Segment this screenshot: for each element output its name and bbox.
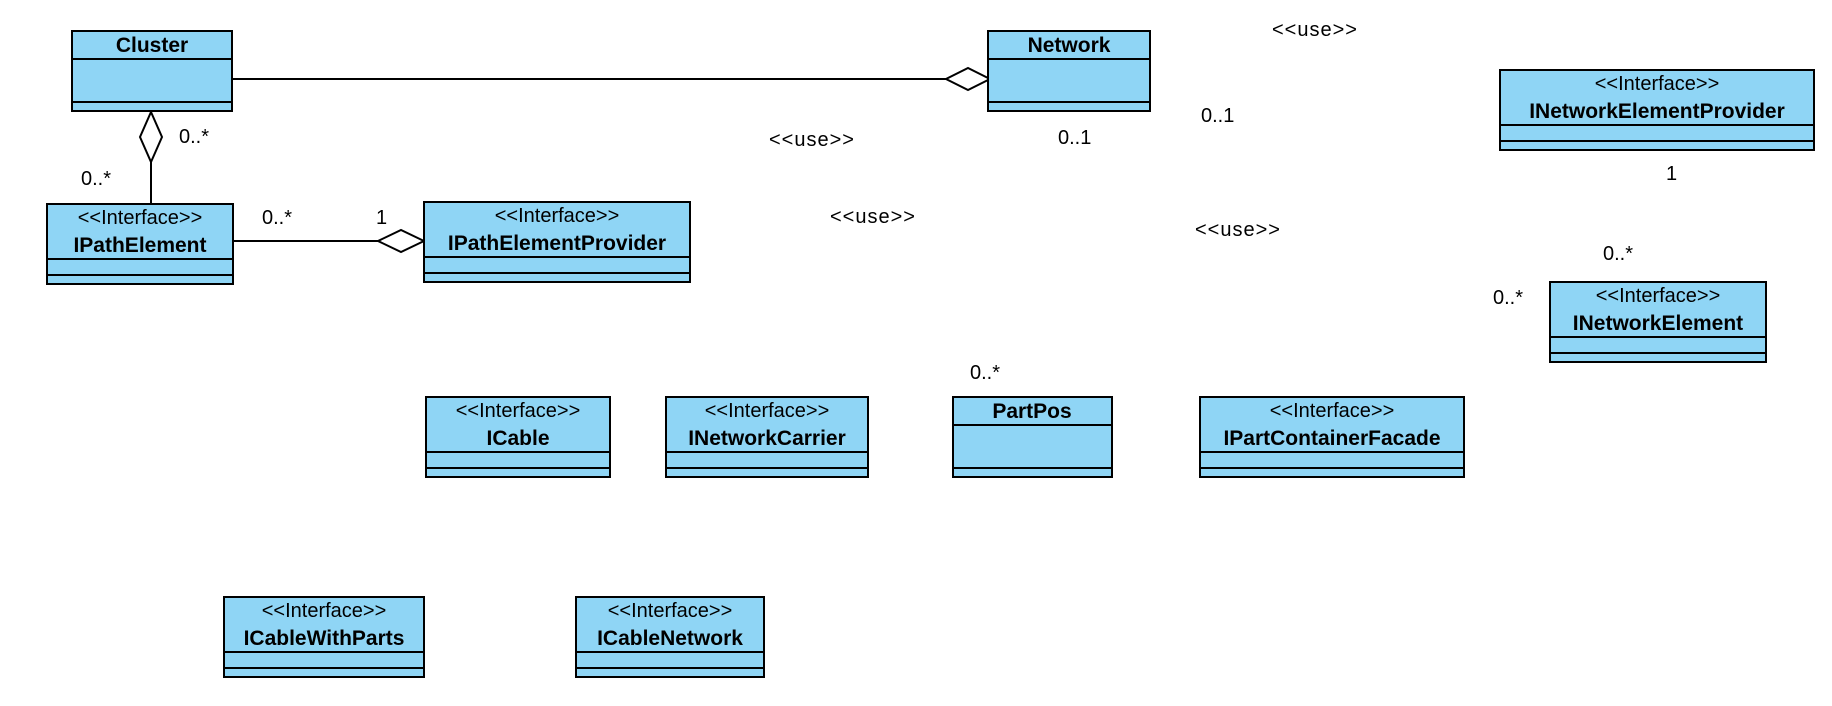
network-aggregation-diamond — [943, 66, 993, 92]
class-name: INetworkElement — [1573, 312, 1743, 335]
multiplicity-label: 0..* — [262, 207, 292, 229]
class-name: ICableNetwork — [597, 627, 743, 650]
class-name: ICableWithParts — [244, 627, 405, 650]
class-box — [665, 396, 869, 478]
dependency-labels: <<use>> <<use>> <<use>> <<use>> — [769, 19, 1358, 241]
pathelement-provider-aggregation-diamond — [375, 228, 427, 254]
class-stereotype: <<Interface>> — [456, 400, 581, 422]
class-name: Cluster — [116, 34, 188, 57]
multiplicity-label: 0..* — [1603, 243, 1633, 265]
class-inetwork-carrier[interactable]: <<Interface>> INetworkCarrier — [665, 396, 869, 478]
multiplicity-label: 0..* — [179, 126, 209, 148]
class-box — [1549, 281, 1767, 363]
class-name: Network — [1028, 34, 1111, 57]
use-label: <<use>> — [1195, 219, 1281, 241]
use-label: <<use>> — [769, 129, 855, 151]
connectors: INetworkElementProvider <> --> IPathElem… — [138, 66, 993, 254]
class-stereotype: <<Interface>> — [608, 600, 733, 622]
multiplicity-label: 0..* — [81, 168, 111, 190]
class-name: INetworkCarrier — [688, 427, 846, 450]
class-box — [987, 30, 1151, 112]
class-ipart-container-facade[interactable]: <<Interface>> IPartContainerFacade — [1199, 396, 1465, 478]
class-cluster[interactable]: Cluster — [71, 30, 233, 112]
class-box — [223, 596, 425, 678]
class-icable[interactable]: <<Interface>> ICable — [425, 396, 611, 478]
class-stereotype: <<Interface>> — [1595, 73, 1720, 95]
class-inetwork-element[interactable]: <<Interface>> INetworkElement — [1549, 281, 1767, 363]
class-box — [46, 203, 234, 285]
multiplicity-label: 1 — [376, 207, 387, 229]
class-stereotype: <<Interface>> — [262, 600, 387, 622]
multiplicity-label: 0..* — [1493, 287, 1523, 309]
class-stereotype: <<Interface>> — [495, 205, 620, 227]
class-name: PartPos — [992, 400, 1071, 423]
multiplicity-label: 0..1 — [1201, 105, 1234, 127]
use-label: <<use>> — [830, 206, 916, 228]
class-stereotype: <<Interface>> — [1596, 285, 1721, 307]
class-name: IPathElementProvider — [448, 232, 666, 255]
class-box — [425, 396, 611, 478]
multiplicity-label: 1 — [1666, 163, 1677, 185]
class-box — [575, 596, 765, 678]
class-name: IPartContainerFacade — [1223, 427, 1440, 450]
class-name: IPathElement — [73, 234, 206, 257]
class-box — [71, 30, 233, 112]
class-box — [1499, 69, 1815, 151]
class-stereotype: <<Interface>> — [78, 207, 203, 229]
class-ipath-element-provider[interactable]: <<Interface>> IPathElementProvider — [423, 201, 691, 283]
class-part-pos[interactable]: PartPos — [952, 396, 1113, 478]
class-icable-with-parts[interactable]: <<Interface>> ICableWithParts — [223, 596, 425, 678]
class-icable-network[interactable]: <<Interface>> ICableNetwork — [575, 596, 765, 678]
use-label: <<use>> — [1272, 19, 1358, 41]
class-ipath-element[interactable]: <<Interface>> IPathElement — [46, 203, 234, 285]
class-box — [423, 201, 691, 283]
class-name: INetworkElementProvider — [1529, 100, 1785, 123]
multiplicity-labels: 0..* 0..* 0..* 1 0..1 0..* 0..1 0..* 1 0… — [81, 105, 1677, 384]
class-stereotype: <<Interface>> — [1270, 400, 1395, 422]
class-box — [1199, 396, 1465, 478]
class-stereotype: <<Interface>> — [705, 400, 830, 422]
class-inetwork-element-provider[interactable]: <<Interface>> INetworkElementProvider — [1499, 69, 1815, 151]
cluster-aggregation-diamond — [138, 109, 164, 165]
class-box — [952, 396, 1113, 478]
multiplicity-label: 0..1 — [1058, 127, 1091, 149]
class-network[interactable]: Network — [987, 30, 1151, 112]
class-name: ICable — [486, 427, 549, 450]
multiplicity-label: 0..* — [970, 362, 1000, 384]
